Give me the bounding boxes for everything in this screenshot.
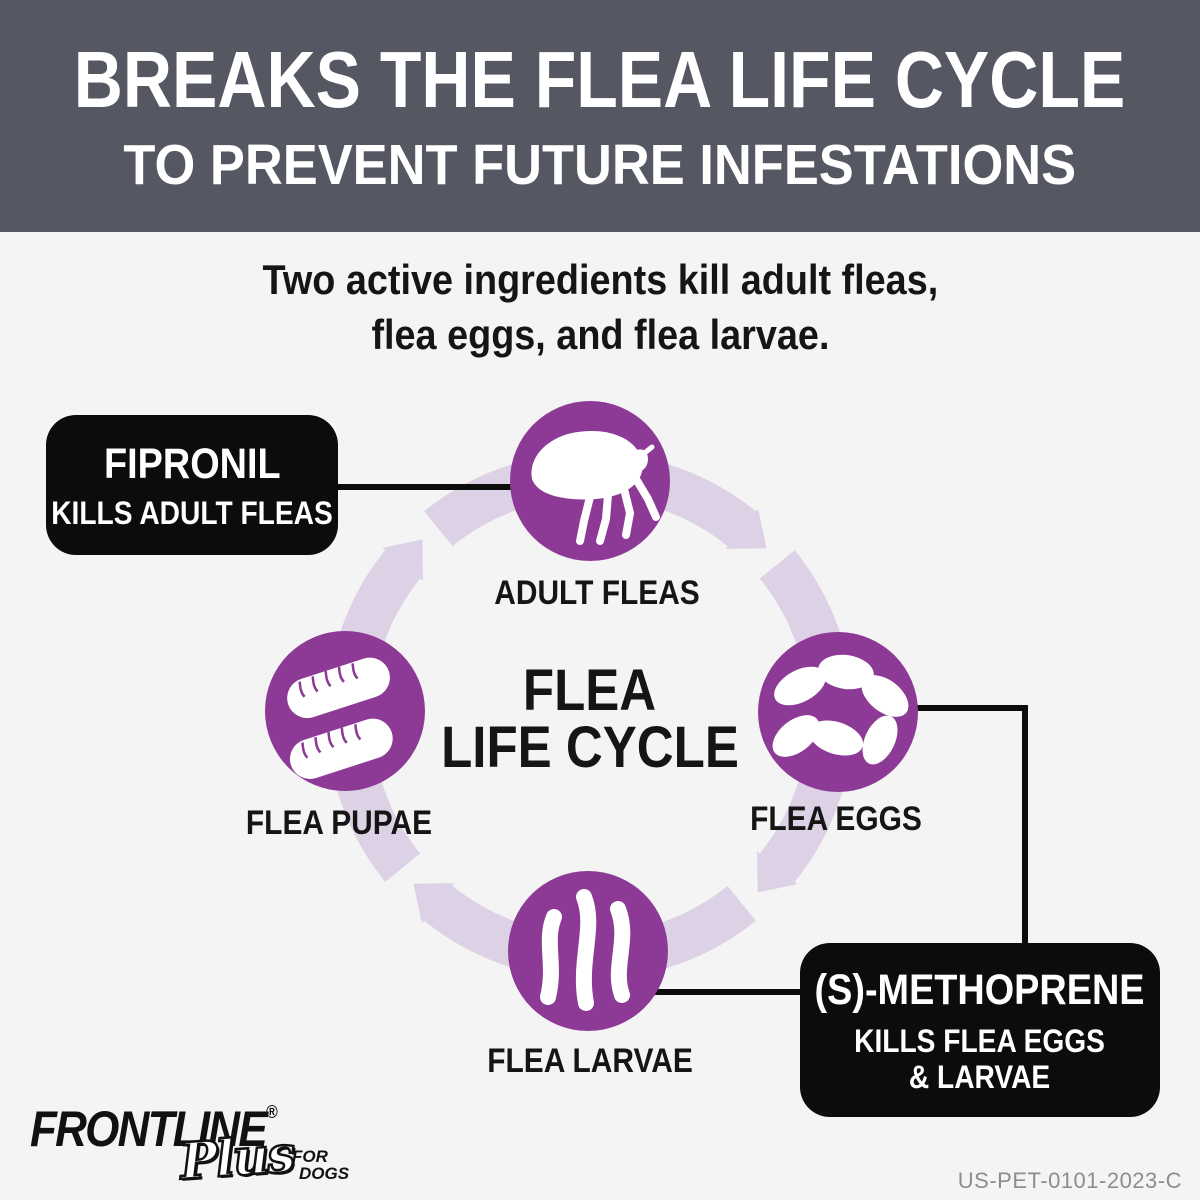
stage-label-flea-pupae: FLEA PUPAE bbox=[245, 804, 433, 842]
fipronil-title: FIPRONIL bbox=[103, 439, 281, 488]
cycle-center-title: FLEA LIFE CYCLE bbox=[421, 658, 759, 780]
intro-text: Two active ingredients kill adult fleas,… bbox=[0, 252, 1200, 362]
header-title: BREAKS THE FLEA LIFE CYCLE bbox=[74, 35, 1126, 124]
flea-larvae-icon bbox=[540, 889, 631, 1011]
header-banner: BREAKS THE FLEA LIFE CYCLE TO PREVENT FU… bbox=[0, 0, 1200, 232]
methoprene-callout: (S)-METHOPRENE KILLS FLEA EGGS & LARVAE bbox=[800, 943, 1160, 1117]
fipronil-callout: FIPRONIL KILLS ADULT FLEAS bbox=[46, 415, 338, 555]
frontline-logo: FRONTLINE® Plus FOR DOGS bbox=[30, 1100, 360, 1195]
stage-label-flea-larvae: FLEA LARVAE bbox=[487, 1042, 693, 1080]
header-subtitle: TO PREVENT FUTURE INFESTATIONS bbox=[123, 133, 1077, 197]
cycle-center-line2: LIFE CYCLE bbox=[441, 715, 739, 780]
brand-name: FRONTLINE® bbox=[30, 1101, 278, 1157]
stage-label-adult-fleas: ADULT FLEAS bbox=[494, 574, 700, 612]
adult-flea-icon bbox=[531, 431, 660, 545]
flea-eggs-icon bbox=[772, 654, 909, 765]
callout-connectors bbox=[335, 484, 1028, 995]
flea-pupae-icon bbox=[287, 657, 393, 779]
eggs-connector bbox=[900, 705, 1028, 946]
registered-mark: ® bbox=[265, 1102, 278, 1122]
brand-plus-script: Plus bbox=[177, 1123, 296, 1192]
methoprene-subtitle: KILLS FLEA EGGS & LARVAE bbox=[854, 1022, 1106, 1095]
fipronil-subtitle: KILLS ADULT FLEAS bbox=[51, 494, 333, 531]
cycle-center-line1: FLEA bbox=[523, 658, 657, 723]
intro-line1: Two active ingredients kill adult fleas, bbox=[262, 256, 938, 303]
intro-line2: flea eggs, and flea larvae. bbox=[370, 311, 830, 358]
stage-label-flea-eggs: FLEA EGGS bbox=[750, 800, 922, 838]
methoprene-title: (S)-METHOPRENE bbox=[814, 965, 1146, 1014]
cycle-arrowheads bbox=[382, 508, 798, 924]
brand-for-dogs: FOR DOGS bbox=[292, 1147, 350, 1183]
regulatory-code: US-PET-0101-2023-C bbox=[957, 1168, 1182, 1193]
